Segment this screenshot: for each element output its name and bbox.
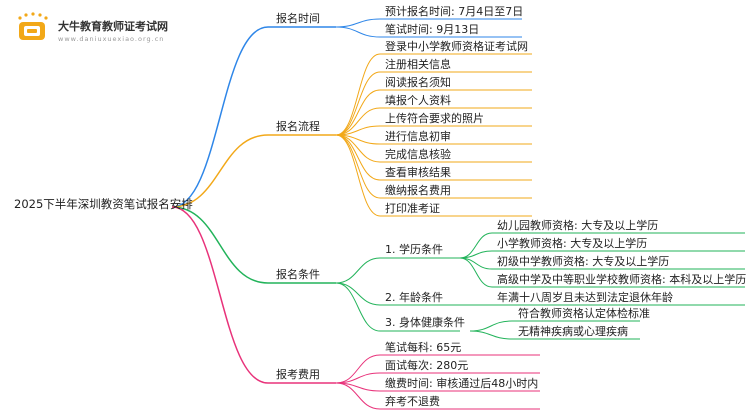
leaf-fee-connector-0 bbox=[335, 354, 381, 384]
leaf-health-connector-1 bbox=[469, 330, 513, 340]
leaf-health-0: 符合教师资格认定体检标准 bbox=[518, 307, 650, 320]
leaf-process-0: 登录中小学教师资格证考试网 bbox=[385, 40, 528, 53]
leaf-fee-0: 笔试每科: 65元 bbox=[385, 341, 462, 354]
leaf-process-5: 进行信息初审 bbox=[385, 130, 451, 143]
leaf-process-7: 查看审核结果 bbox=[385, 166, 451, 179]
branch-label-exam-fees: 报考费用 bbox=[276, 368, 320, 381]
group-connector-0 bbox=[335, 257, 381, 284]
branch-label-registration-process: 报名流程 bbox=[276, 120, 320, 133]
leaf-process-connector-1 bbox=[335, 71, 381, 136]
connector-root-registration-process bbox=[171, 134, 269, 208]
leaf-time-connector-1 bbox=[335, 26, 381, 38]
group-age: 2. 年龄条件 bbox=[385, 291, 443, 304]
connector-root-registration-conditions bbox=[171, 206, 269, 284]
leaf-process-8: 缴纳报名费用 bbox=[385, 184, 451, 197]
group-connector-2 bbox=[335, 282, 381, 332]
connector-root-registration-time bbox=[171, 26, 269, 208]
leaf-process-connector-7 bbox=[335, 134, 381, 181]
leaf-education-connector-0 bbox=[459, 232, 493, 259]
leaf-time-connector-0 bbox=[335, 18, 381, 28]
leaf-education-1: 小学教师资格: 大专及以上学历 bbox=[497, 237, 648, 250]
group-education: 1. 学历条件 bbox=[385, 243, 443, 256]
leaf-age-0: 年满十八周岁且未达到法定退休年龄 bbox=[497, 291, 673, 304]
leaf-health-1: 无精神疾病或心理疾病 bbox=[518, 325, 628, 338]
brand-name: 大牛教育教师证考试网 bbox=[58, 20, 168, 33]
leaf-registration-time-0: 预计报名时间: 7月4日至7日 bbox=[385, 5, 524, 18]
leaf-education-0: 幼儿园教师资格: 大专及以上学历 bbox=[497, 219, 659, 232]
leaf-education-connector-3 bbox=[459, 257, 493, 288]
brand-url: www.daniuxuexiao.org.cn bbox=[58, 35, 165, 43]
leaf-health-connector-0 bbox=[469, 320, 513, 332]
leaf-process-3: 填报个人资料 bbox=[385, 94, 451, 107]
group-connector-1 bbox=[335, 282, 381, 306]
leaf-process-2: 阅读报名须知 bbox=[385, 76, 451, 89]
leaf-education-3: 高级中学及中等职业学校教师资格: 本科及以上学历 bbox=[497, 273, 747, 286]
group-health: 3. 身体健康条件 bbox=[385, 316, 465, 329]
leaf-process-connector-2 bbox=[335, 89, 381, 136]
leaf-fee-1: 面试每次: 280元 bbox=[385, 359, 469, 372]
connector-root-exam-fees bbox=[171, 206, 269, 384]
leaf-process-connector-8 bbox=[335, 134, 381, 199]
leaf-registration-time-1: 笔试时间: 9月13日 bbox=[385, 23, 480, 36]
leaf-fee-3: 弃考不退费 bbox=[385, 395, 440, 408]
leaf-process-connector-9 bbox=[335, 134, 381, 217]
leaf-process-9: 打印准考证 bbox=[385, 202, 440, 215]
leaf-education-2: 初级中学教师资格: 大专及以上学历 bbox=[497, 255, 670, 268]
leaf-fee-connector-3 bbox=[335, 382, 381, 410]
branch-label-registration-conditions: 报名条件 bbox=[276, 268, 320, 281]
leaf-process-1: 注册相关信息 bbox=[385, 58, 451, 71]
leaf-process-4: 上传符合要求的照片 bbox=[385, 112, 484, 125]
branch-label-registration-time: 报名时间 bbox=[276, 12, 320, 25]
root-topic: 2025下半年深圳教资笔试报名安排 bbox=[14, 197, 193, 211]
brand-logo-icon bbox=[14, 12, 54, 44]
leaf-process-6: 完成信息核验 bbox=[385, 148, 451, 161]
leaf-process-connector-0 bbox=[335, 53, 381, 136]
leaf-fee-2: 缴费时间: 审核通过后48小时内 bbox=[385, 377, 539, 390]
leaf-education-connector-2 bbox=[459, 257, 493, 270]
